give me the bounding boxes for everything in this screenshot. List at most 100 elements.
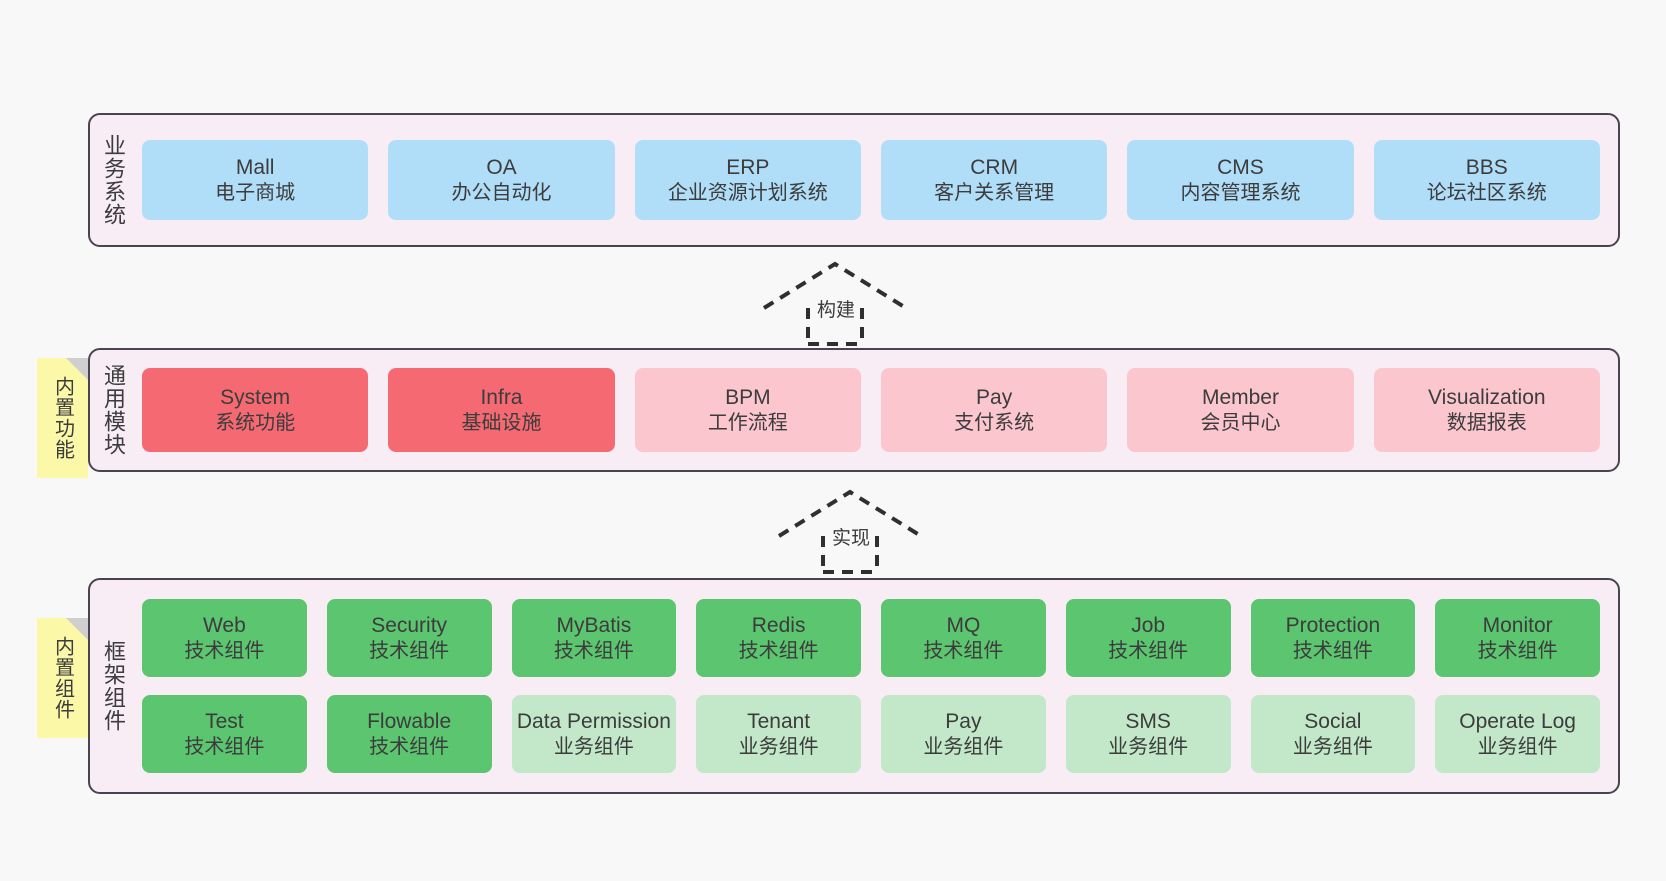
card-subtitle: 业务组件 xyxy=(923,735,1004,758)
card-subtitle: 系统功能 xyxy=(215,411,296,434)
card-title: Monitor xyxy=(1482,614,1553,637)
card-subtitle: 技术组件 xyxy=(1477,639,1558,662)
card-title: OA xyxy=(486,156,517,179)
layer-framework-components: 框架组件 Web 技术组件 Security 技术组件 MyBatis 技术组件… xyxy=(88,578,1620,794)
layer-business-systems: 业务系统 Mall 电子商城 OA 办公自动化 ERP 企业资源计划系统 CRM… xyxy=(88,113,1620,247)
card-title: CMS xyxy=(1217,156,1264,179)
card-title: Mall xyxy=(235,156,275,179)
layer-body-common-modules: System 系统功能 Infra 基础设施 BPM 工作流程 Pay 支付系统… xyxy=(136,350,1618,470)
card-erp[interactable]: ERP 企业资源计划系统 xyxy=(634,140,861,220)
card-title: Protection xyxy=(1285,614,1381,637)
card-subtitle: 技术组件 xyxy=(369,639,450,662)
card-title: Data Permission xyxy=(516,710,671,733)
card-sms[interactable]: SMS 业务组件 xyxy=(1065,695,1231,773)
card-subtitle: 业务组件 xyxy=(1292,735,1373,758)
layer-caption-common-modules: 通用模块 xyxy=(100,364,126,456)
card-pay-component[interactable]: Pay 业务组件 xyxy=(881,695,1046,773)
note-fold-corner xyxy=(66,358,88,380)
card-title: Infra xyxy=(480,386,523,409)
card-web[interactable]: Web 技术组件 xyxy=(142,599,307,677)
card-protection[interactable]: Protection 技术组件 xyxy=(1250,599,1416,677)
connector-build: 构建 xyxy=(760,260,910,346)
card-bbs[interactable]: BBS 论坛社区系统 xyxy=(1373,140,1600,220)
card-subtitle: 工作流程 xyxy=(707,411,788,434)
card-system[interactable]: System 系统功能 xyxy=(142,368,369,452)
card-title: Test xyxy=(205,710,244,733)
card-title: MQ xyxy=(946,614,981,637)
card-subtitle: 业务组件 xyxy=(738,735,819,758)
layer-caption-framework-components: 框架组件 xyxy=(100,640,126,732)
card-title: SMS xyxy=(1125,710,1171,733)
card-subtitle: 技术组件 xyxy=(1292,639,1373,662)
card-subtitle: 电子商城 xyxy=(215,181,296,204)
note-builtin-components: 内置组件 xyxy=(37,618,88,738)
card-bpm[interactable]: BPM 工作流程 xyxy=(634,368,861,452)
card-title: Job xyxy=(1131,614,1166,637)
card-mybatis[interactable]: MyBatis 技术组件 xyxy=(511,599,677,677)
connector-build-label: 构建 xyxy=(817,300,856,321)
card-title: CRM xyxy=(970,156,1019,179)
card-subtitle: 技术组件 xyxy=(923,639,1004,662)
card-redis[interactable]: Redis 技术组件 xyxy=(696,599,861,677)
card-job[interactable]: Job 技术组件 xyxy=(1065,599,1231,677)
card-subtitle: 论坛社区系统 xyxy=(1426,181,1547,204)
layer-caption-business-systems: 业务系统 xyxy=(100,134,126,226)
card-tenant[interactable]: Tenant 业务组件 xyxy=(696,695,861,773)
card-row: Mall 电子商城 OA 办公自动化 ERP 企业资源计划系统 CRM 客户关系… xyxy=(142,140,1600,220)
card-row: Web 技术组件 Security 技术组件 MyBatis 技术组件 Redi… xyxy=(142,599,1600,677)
card-subtitle: 技术组件 xyxy=(553,639,634,662)
card-subtitle: 技术组件 xyxy=(738,639,819,662)
card-mall[interactable]: Mall 电子商城 xyxy=(142,140,369,220)
card-pay-module[interactable]: Pay 支付系统 xyxy=(880,368,1108,452)
card-infra[interactable]: Infra 基础设施 xyxy=(388,368,615,452)
note-label: 内置功能 xyxy=(51,376,74,460)
card-title: Security xyxy=(371,614,448,637)
card-title: Pay xyxy=(945,710,982,733)
note-fold-corner xyxy=(66,618,88,640)
card-title: Tenant xyxy=(747,710,811,733)
card-flowable[interactable]: Flowable 技术组件 xyxy=(326,695,492,773)
card-title: Pay xyxy=(976,386,1013,409)
card-cms[interactable]: CMS 内容管理系统 xyxy=(1127,140,1354,220)
card-visualization[interactable]: Visualization 数据报表 xyxy=(1373,368,1600,452)
card-subtitle: 客户关系管理 xyxy=(934,181,1055,204)
note-label: 内置组件 xyxy=(51,636,74,720)
card-row: System 系统功能 Infra 基础设施 BPM 工作流程 Pay 支付系统… xyxy=(142,368,1600,452)
card-title: MyBatis xyxy=(556,614,632,637)
card-mq[interactable]: MQ 技术组件 xyxy=(881,599,1046,677)
card-title: Visualization xyxy=(1428,386,1546,409)
connector-implement: 实现 xyxy=(775,488,925,574)
card-subtitle: 业务组件 xyxy=(1108,735,1189,758)
card-subtitle: 技术组件 xyxy=(184,639,265,662)
layer-body-framework-components: Web 技术组件 Security 技术组件 MyBatis 技术组件 Redi… xyxy=(136,580,1618,792)
card-monitor[interactable]: Monitor 技术组件 xyxy=(1435,599,1600,677)
card-subtitle: 办公自动化 xyxy=(451,181,552,204)
card-subtitle: 技术组件 xyxy=(184,735,265,758)
card-oa[interactable]: OA 办公自动化 xyxy=(388,140,615,220)
card-data-permission[interactable]: Data Permission 业务组件 xyxy=(511,695,677,773)
card-crm[interactable]: CRM 客户关系管理 xyxy=(880,140,1108,220)
card-subtitle: 支付系统 xyxy=(954,411,1035,434)
card-title: Redis xyxy=(751,614,806,637)
card-subtitle: 技术组件 xyxy=(369,735,450,758)
card-row: Test 技术组件 Flowable 技术组件 Data Permission … xyxy=(142,695,1600,773)
connector-implement-label: 实现 xyxy=(832,528,871,549)
card-title: ERP xyxy=(726,156,770,179)
card-subtitle: 技术组件 xyxy=(1108,639,1189,662)
card-subtitle: 会员中心 xyxy=(1200,411,1281,434)
card-subtitle: 基础设施 xyxy=(461,411,542,434)
card-social[interactable]: Social 业务组件 xyxy=(1250,695,1416,773)
card-test[interactable]: Test 技术组件 xyxy=(142,695,307,773)
card-title: System xyxy=(220,386,291,409)
card-title: Operate Log xyxy=(1459,710,1576,733)
card-subtitle: 企业资源计划系统 xyxy=(667,181,828,204)
card-subtitle: 内容管理系统 xyxy=(1180,181,1301,204)
card-title: BPM xyxy=(725,386,771,409)
card-member[interactable]: Member 会员中心 xyxy=(1127,368,1354,452)
card-subtitle: 数据报表 xyxy=(1446,411,1527,434)
card-security[interactable]: Security 技术组件 xyxy=(326,599,492,677)
card-title: BBS xyxy=(1465,156,1508,179)
layer-body-business-systems: Mall 电子商城 OA 办公自动化 ERP 企业资源计划系统 CRM 客户关系… xyxy=(136,115,1618,245)
card-title: Member xyxy=(1201,386,1279,409)
card-operate-log[interactable]: Operate Log 业务组件 xyxy=(1435,695,1600,773)
